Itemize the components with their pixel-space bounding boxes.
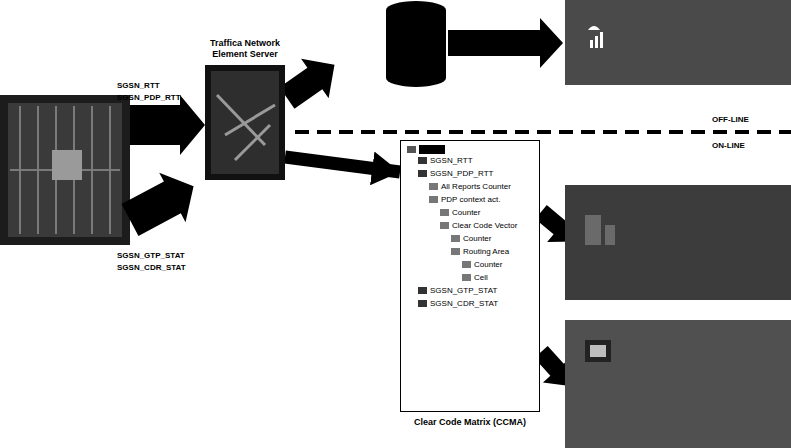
tree-icon — [462, 274, 471, 281]
database-cylinder — [386, 1, 446, 87]
tree-icon — [440, 209, 449, 216]
caption: Clear Code Matrix (CCMA) — [410, 417, 530, 428]
signal-name: SGSN_PDP_RTT — [117, 92, 181, 103]
tree-item-text: Routing Area — [463, 245, 509, 258]
tree-item-text: SGSN_CDR_STAT — [430, 297, 498, 310]
tree-item-text: Cell — [474, 271, 488, 284]
tree-row: Counter — [407, 232, 533, 245]
tree-icon — [418, 300, 427, 307]
tree-icon — [407, 146, 416, 153]
divider-line — [295, 130, 791, 134]
screenshot — [565, 0, 791, 448]
tree-icon — [418, 170, 427, 177]
tree-row: PDP context act. — [407, 193, 533, 206]
tree-row: Clear Code Vector — [407, 219, 533, 232]
tree-row: SGSN_RTT — [407, 154, 533, 167]
tree-icon — [429, 196, 438, 203]
node-heading: Traffica Network Element Server — [197, 38, 293, 60]
tree-icon — [429, 183, 438, 190]
tree-icon — [451, 248, 460, 255]
tree-item-text: Clear Code Vector — [452, 219, 517, 232]
tree-item-text: SGSN_PDP_RTT — [430, 167, 493, 180]
tree-row: Counter — [407, 206, 533, 219]
tree-row: Routing Area — [407, 245, 533, 258]
tree-row: All Reports Counter — [407, 180, 533, 193]
tree-icon — [462, 261, 471, 268]
server-box: Traffica Network Element Server — [205, 65, 285, 180]
tree-panel: SGSN_RTTSGSN_PDP_RTTAll Reports CounterP… — [400, 140, 540, 412]
signal-name: SGSN_CDR_STAT — [117, 262, 186, 273]
zone-label: OFF-LINE — [712, 114, 749, 125]
tree-item-text: SGSN_GTP_STAT — [430, 284, 497, 297]
tree-icon — [451, 235, 460, 242]
tree-item-text: Counter — [474, 258, 502, 271]
tree-root — [407, 145, 533, 154]
signal-name: SGSN_RTT — [117, 80, 160, 91]
tree-item-text: Counter — [463, 232, 491, 245]
network-element — [0, 95, 130, 245]
tree-row: SGSN_PDP_RTT — [407, 167, 533, 180]
tree-item-text: All Reports Counter — [441, 180, 511, 193]
tree-row: SGSN_GTP_STAT — [407, 284, 533, 297]
flow-arrow — [285, 157, 400, 172]
zone-label: ON-LINE — [712, 140, 745, 151]
tree-item-text: Counter — [452, 206, 480, 219]
tree-row: Counter — [407, 258, 533, 271]
server-picture — [205, 65, 285, 180]
tree-item-text: PDP context act. — [441, 193, 500, 206]
tree-icon — [418, 287, 427, 294]
signal-name: SGSN_GTP_STAT — [117, 250, 185, 261]
tree-row: Cell — [407, 271, 533, 284]
tree-item-text: SGSN_RTT — [430, 154, 473, 167]
tree-row: SGSN_CDR_STAT — [407, 297, 533, 310]
tree-icon — [440, 222, 449, 229]
redacted-bar — [419, 145, 445, 154]
tree-icon — [418, 157, 427, 164]
